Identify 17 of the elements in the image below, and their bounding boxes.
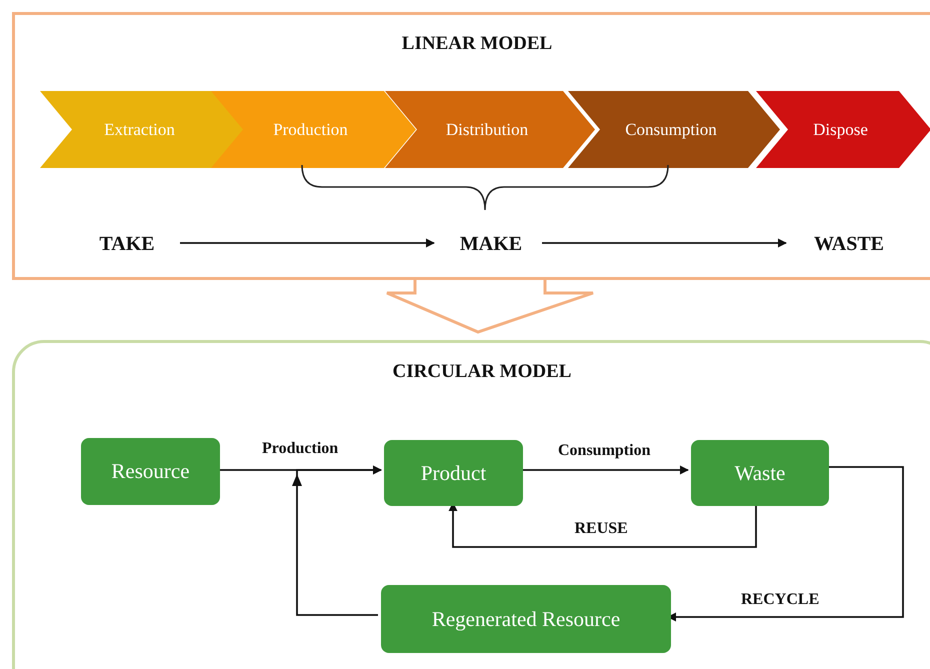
- model-panel: [12, 12, 930, 280]
- chevron-step: Extraction: [40, 91, 245, 168]
- stage-label: WASTE: [803, 233, 895, 261]
- process-box: Waste: [691, 440, 829, 506]
- chevron-step: Consumption: [568, 91, 780, 168]
- process-box: Regenerated Resource: [381, 585, 671, 653]
- panel-heading: LINEAR MODEL: [402, 33, 552, 54]
- stage-label: MAKE: [451, 233, 531, 261]
- chevron-step: Production: [211, 91, 416, 168]
- model-panel: [12, 340, 930, 669]
- panel-heading: CIRCULAR MODEL: [392, 361, 572, 382]
- process-box: Resource: [81, 438, 220, 505]
- chevron-step: Dispose: [756, 91, 930, 168]
- chevron-step: Distribution: [385, 91, 595, 168]
- edge-label: Consumption: [556, 442, 652, 460]
- process-box: Product: [384, 440, 523, 506]
- stage-label: TAKE: [91, 233, 163, 261]
